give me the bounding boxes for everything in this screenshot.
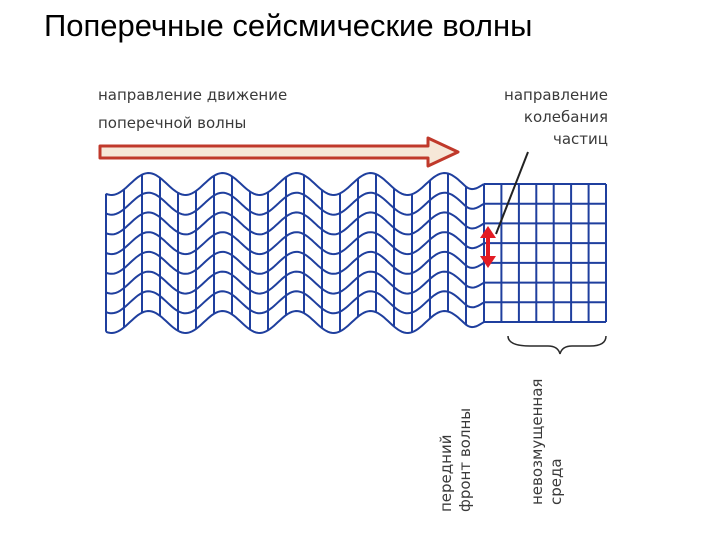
wave-front-line-2: фронт волны	[456, 407, 474, 512]
particle-oscillation-arrow	[480, 226, 496, 268]
particle-pointer-line	[495, 151, 529, 235]
oscillation-label-line-1: направление	[504, 86, 608, 104]
undisturbed-medium-grid	[484, 183, 607, 323]
wave-grid-horizontal-line	[105, 290, 485, 315]
wave-grid-horizontal-line	[105, 270, 485, 295]
wave-propagation-arrow	[98, 136, 460, 168]
wave-grid-horizontal-line	[105, 171, 485, 197]
propagation-label-line-1: направление движение	[98, 86, 288, 104]
undisturbed-medium-line-1: невозмущенная	[528, 378, 546, 505]
propagation-label-line-2: поперечной волны	[98, 114, 247, 132]
wave-grid-horizontal-line	[105, 231, 485, 256]
propagation-direction-label: направление движение поперечной волны	[98, 84, 287, 134]
wave-front-line-1: передний	[437, 434, 455, 512]
wave-grid-horizontal-line	[105, 191, 485, 216]
wave-grid-horizontal-line	[105, 211, 485, 236]
undisturbed-medium-brace	[507, 335, 607, 355]
wave-grid-horizontal-line	[105, 250, 485, 275]
wave-grid-horizontal-line	[105, 309, 485, 335]
oscillation-label-line-2: колебания	[523, 108, 608, 126]
wave-front-label: передний фронт волны	[437, 408, 475, 512]
undisturbed-medium-line-2: среда	[547, 458, 565, 505]
oscillation-direction-label: направление колебания частиц	[504, 84, 608, 150]
oscillation-label-line-3: частиц	[553, 130, 608, 148]
undisturbed-medium-label: невозмущенная среда	[528, 379, 566, 505]
deformed-medium-grid	[105, 171, 485, 335]
slide-title: Поперечные сейсмические волны	[44, 8, 533, 43]
